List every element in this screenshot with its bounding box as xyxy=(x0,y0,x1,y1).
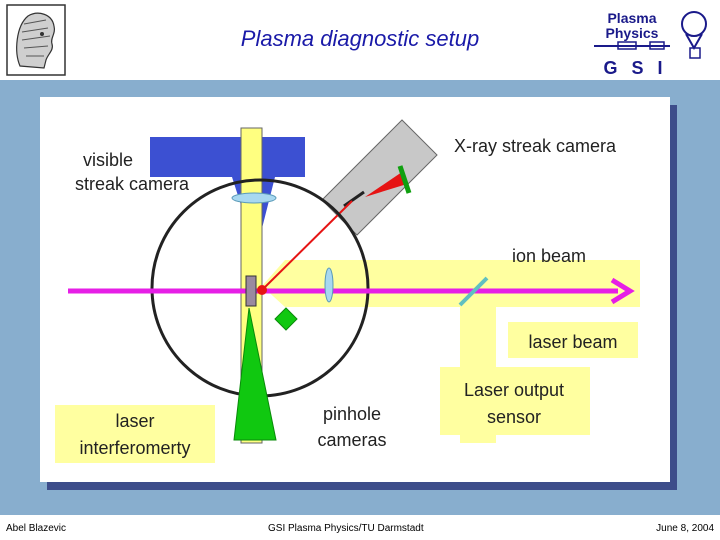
visible-camera-lens xyxy=(231,192,277,204)
xray-detector xyxy=(397,165,412,194)
interferometry-label-line1: laser xyxy=(115,411,154,431)
logo-text-line2: Physics xyxy=(606,25,659,41)
pinhole-label-line2: cameras xyxy=(317,430,386,450)
sensor-label-line2: sensor xyxy=(487,407,541,427)
visible-camera-label-line2: streak camera xyxy=(75,174,190,194)
slide-content: visible streak camera X-ray streak camer… xyxy=(0,80,720,515)
xray-reflector xyxy=(365,172,407,197)
interferometry-label-line2: interferomerty xyxy=(79,438,190,458)
footer-institution: GSI Plasma Physics/TU Darmstadt xyxy=(268,523,424,534)
logo-text-line1: Plasma xyxy=(607,10,656,26)
beam-lens xyxy=(324,267,334,303)
sensor-label-box xyxy=(440,367,590,435)
laser-beam-label-box xyxy=(508,322,638,358)
laser-beam-label: laser beam xyxy=(528,332,617,352)
ion-beam-label: ion beam xyxy=(512,246,586,266)
logo-text-gsi: GSI xyxy=(603,58,676,76)
slide-title: Plasma diagnostic setup xyxy=(240,26,480,51)
visible-camera-body xyxy=(150,137,305,177)
pinhole-label-line1: pinhole xyxy=(323,404,381,424)
xray-beam-path xyxy=(261,200,353,291)
beam-splitter xyxy=(458,276,489,307)
pinhole-camera-marker xyxy=(274,307,298,331)
footer-author: Abel Blazevic xyxy=(6,523,67,534)
diagnostic-diagram: visible streak camera X-ray streak camer… xyxy=(40,97,677,490)
slide-header: Plasma diagnostic setup Plasma Physics G… xyxy=(0,0,720,80)
xray-camera-label: X-ray streak camera xyxy=(454,136,617,156)
slide-footer: Abel Blazevic GSI Plasma Physics/TU Darm… xyxy=(0,515,720,540)
ion-beam-arrowhead xyxy=(610,277,635,305)
sensor-label-line1: Laser output xyxy=(464,380,564,400)
target xyxy=(245,275,257,307)
university-logo-icon xyxy=(6,4,66,76)
xray-crystal xyxy=(343,190,365,208)
plasma-physics-gsi-logo-icon: Plasma Physics GSI xyxy=(594,10,707,76)
interferometry-label-box xyxy=(55,405,215,463)
plasma-spot xyxy=(257,285,267,295)
visible-camera-label-line1: visible xyxy=(83,150,133,170)
interferometry-cone xyxy=(233,307,277,441)
footer-date: June 8, 2004 xyxy=(656,523,714,534)
